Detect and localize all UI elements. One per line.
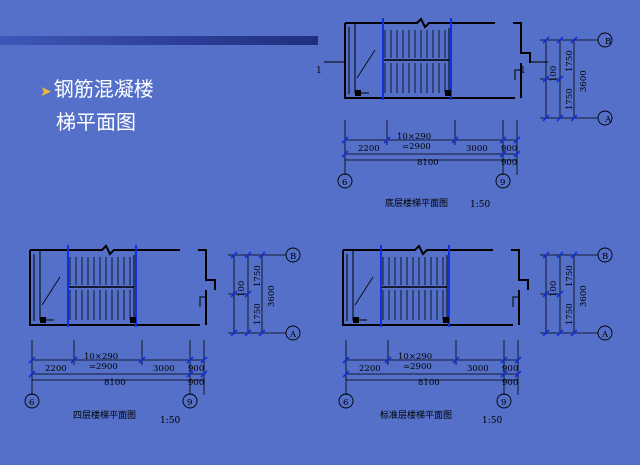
vdim-1750-top: 1750 xyxy=(565,265,575,287)
title-bar-decoration xyxy=(0,36,318,45)
slide-heading: ➤钢筋混凝楼 梯平面图 xyxy=(40,74,154,137)
vdim-1750-bottom: 1750 xyxy=(565,88,575,110)
section-mark-left: 1 xyxy=(316,66,322,76)
dim-2900: =2900 xyxy=(89,362,118,372)
vdim-3600: 3600 xyxy=(267,285,277,307)
dim-10x290: 10×290 xyxy=(397,132,431,142)
dim-2200: 2200 xyxy=(45,364,67,374)
axis-9: 9 xyxy=(187,398,192,408)
axis-6: 6 xyxy=(29,398,34,408)
plan-scale: 1:50 xyxy=(470,200,490,210)
axis-9: 9 xyxy=(500,178,505,188)
vdim-1750-top: 1750 xyxy=(565,50,575,72)
plan-title: 四层楼梯平面图 xyxy=(73,409,136,421)
dim-900-top: 900 xyxy=(502,364,518,374)
dim-3000: 3000 xyxy=(466,144,488,154)
heading-line-2: 梯平面图 xyxy=(56,110,136,134)
dim-2900: =2900 xyxy=(403,362,432,372)
dim-10x290: 10×290 xyxy=(84,352,118,362)
vdim-100: 100 xyxy=(237,281,247,297)
dim-2200: 2200 xyxy=(358,144,380,154)
vdim-1750-bottom: 1750 xyxy=(565,303,575,325)
dim-900-top: 900 xyxy=(188,364,204,374)
vdim-3600: 3600 xyxy=(579,285,589,307)
dim-900-bottom: 900 xyxy=(502,378,518,388)
standard-floor-plan: 2200 10×290 =2900 3000 900 8100 900 6 9 … xyxy=(338,244,613,426)
dim-8100: 8100 xyxy=(417,158,439,168)
vdim-100: 100 xyxy=(549,66,559,82)
dim-8100: 8100 xyxy=(104,378,126,388)
axis-B: B xyxy=(605,37,611,47)
vdim-1750-top: 1750 xyxy=(253,265,263,287)
axis-A: A xyxy=(601,330,609,340)
dim-8100: 8100 xyxy=(418,378,440,388)
dim-900-bottom: 900 xyxy=(501,158,517,168)
dim-3000: 3000 xyxy=(467,364,489,374)
dim-10x290: 10×290 xyxy=(398,352,432,362)
axis-A: A xyxy=(604,115,612,125)
plan-scale: 1:50 xyxy=(160,416,180,426)
section-mark-right: 1 xyxy=(520,66,526,76)
dim-2900: =2900 xyxy=(402,142,431,152)
fourth-floor-plan: 2200 10×290 =2900 3000 900 8100 900 6 9 … xyxy=(24,244,301,426)
vdim-3600: 3600 xyxy=(579,70,589,92)
dim-900-top: 900 xyxy=(501,144,517,154)
vdim-1750-bottom: 1750 xyxy=(253,303,263,325)
plan-title: 标准层楼梯平面图 xyxy=(380,409,452,421)
plan-scale: 1:50 xyxy=(482,416,502,426)
plan-title: 底层楼梯平面图 xyxy=(385,197,448,209)
axis-9: 9 xyxy=(501,398,506,408)
arrow-bullet-icon: ➤ xyxy=(40,84,52,100)
vdim-100: 100 xyxy=(549,281,559,297)
dim-2200: 2200 xyxy=(359,364,381,374)
axis-6: 6 xyxy=(342,178,347,188)
ground-floor-plan: 1 1 2200 10×290 =2900 3000 900 8100 900 … xyxy=(316,17,613,210)
axis-6: 6 xyxy=(343,398,348,408)
heading-line-1: 钢筋混凝楼 xyxy=(53,77,154,101)
axis-B: B xyxy=(290,252,296,262)
dim-900-bottom: 900 xyxy=(188,378,204,388)
dim-3000: 3000 xyxy=(153,364,175,374)
axis-A: A xyxy=(289,330,297,340)
axis-B: B xyxy=(602,252,608,262)
